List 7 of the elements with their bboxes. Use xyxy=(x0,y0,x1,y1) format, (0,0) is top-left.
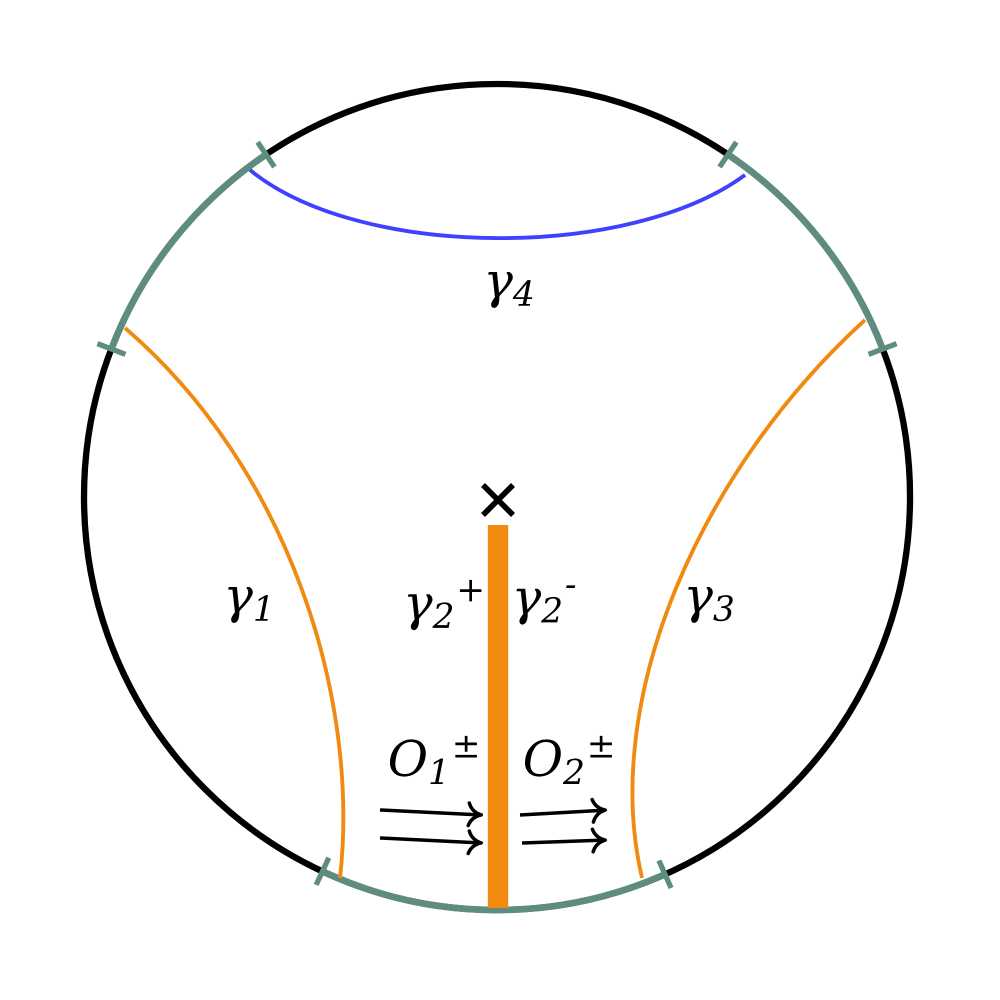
curve-label: γ$_{2}$- xyxy=(516,585,576,625)
curve-label: γ$_{3}$ xyxy=(688,587,733,623)
curve-label: γ$_{1}$ xyxy=(228,587,268,623)
curve-label: O$_{1}$± xyxy=(390,736,477,784)
curve-label: γ$_{4}$ xyxy=(488,272,532,308)
curve-label: γ$_{2}$+ xyxy=(408,580,482,630)
curve-label: O$_{2}$± xyxy=(524,736,612,784)
